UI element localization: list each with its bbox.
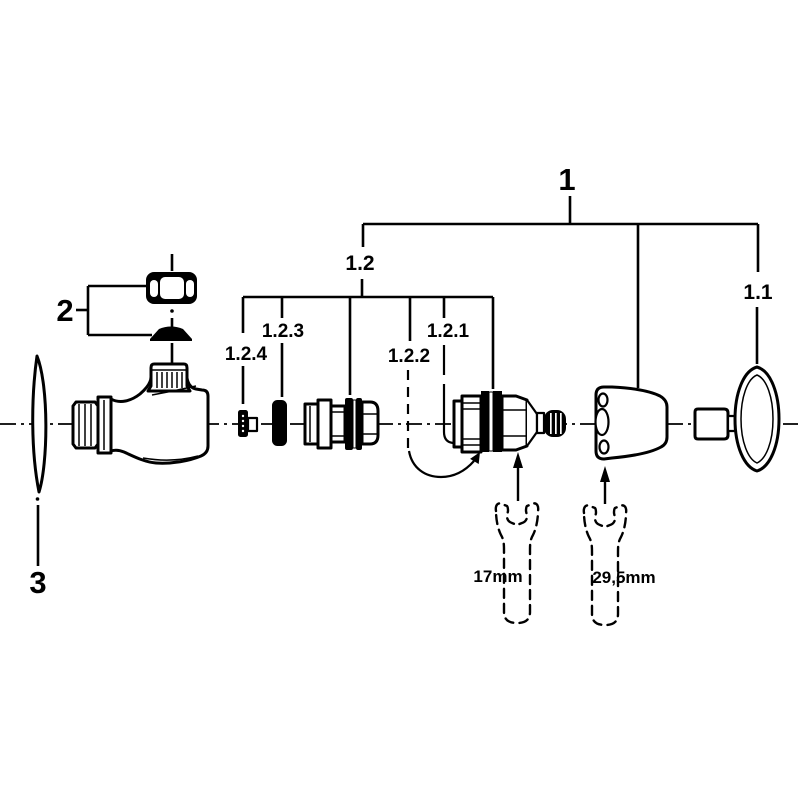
screw-part [238, 410, 259, 437]
curved-arrow-line [407, 450, 475, 479]
arrow-up-head-icon [600, 466, 610, 482]
label-wrench-29-5mm: 29,5mm [592, 568, 655, 587]
arrow-up-head-icon [513, 452, 523, 468]
handle-hub-part [594, 385, 669, 461]
label-part-2: 2 [56, 293, 73, 328]
callout-lines [36, 196, 760, 566]
label-part-1: 1 [558, 162, 575, 197]
wrench-29-5mm-arrow [600, 466, 610, 504]
label-part-3: 3 [29, 565, 46, 600]
label-part-1-2-2: 1.2.2 [388, 346, 430, 367]
wrench-29-5mm-icon [582, 504, 628, 627]
curved-arrow-head-icon [470, 452, 480, 464]
cartridge-seal-ring [481, 391, 489, 452]
cartridge-part [452, 391, 566, 454]
tee-key-part [693, 365, 781, 473]
washer-part [272, 400, 287, 446]
label-part-1-2: 1.2 [345, 252, 374, 275]
wall-flange-part [31, 354, 48, 501]
seal-cone-part [150, 326, 192, 341]
label-wrench-17mm: 17mm [473, 567, 522, 586]
label-part-1-2-1: 1.2.1 [427, 321, 470, 342]
label-part-1-2-4: 1.2.4 [225, 344, 268, 365]
valve-body-part [71, 362, 210, 465]
label-part-1-2-3: 1.2.3 [262, 321, 304, 342]
wrench-17mm-icon [494, 452, 540, 625]
union-nut-part [146, 272, 197, 304]
label-part-1-1: 1.1 [743, 281, 773, 304]
gland-bonnet-part [303, 398, 380, 450]
flange-axis-dot [35, 497, 40, 501]
